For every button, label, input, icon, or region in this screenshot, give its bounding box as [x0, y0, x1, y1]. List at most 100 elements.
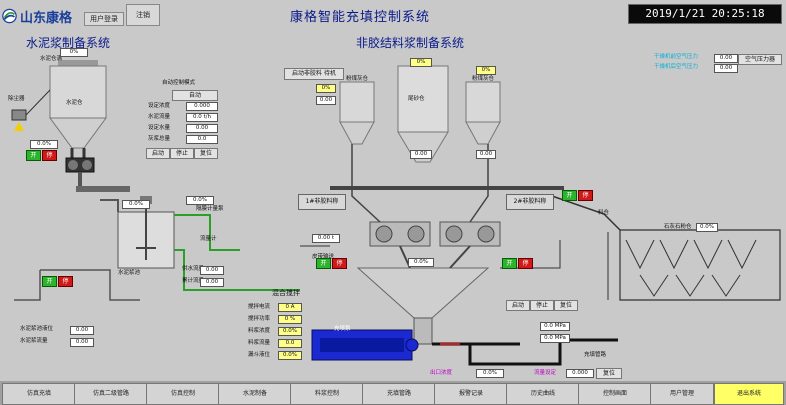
cement-red-indicator: 停: [42, 150, 57, 161]
reset-button[interactable]: 复位: [194, 148, 218, 159]
mixer-row-label: 料浆流量: [248, 340, 271, 346]
silo-label: 水泥仓: [66, 100, 83, 106]
air-pressure-label-1: 干燥机前空气压力: [654, 54, 699, 60]
air-pressure-value-2: 0.00: [714, 64, 738, 73]
ctrl-row-value: 0.000: [186, 102, 218, 111]
noncement-silos: [339, 65, 501, 163]
pump-reset-button-2[interactable]: 复位: [554, 300, 578, 311]
dust-label: 除尘器: [8, 96, 25, 102]
pipe-label: 充填管路: [584, 352, 607, 358]
noncement-val-c: 0.00: [476, 150, 496, 159]
login-button[interactable]: 用户登录: [84, 12, 124, 26]
ctrl-title: 自动控制模式: [162, 80, 196, 86]
nav-item[interactable]: 料浆控制: [290, 383, 364, 405]
air-pressure-button[interactable]: 空气压力器: [738, 54, 782, 65]
silo-top-label: 水泥仓满: [40, 56, 63, 62]
nav-item[interactable]: 仿真二级管路: [74, 383, 148, 405]
outlet-label: 出口浓度: [430, 370, 453, 376]
slurry-flow-value: 0.00: [70, 338, 94, 347]
logout-button[interactable]: 注销: [126, 4, 160, 26]
silo1-level: 0%: [316, 84, 336, 93]
mixer-title: 混合搅拌: [272, 289, 300, 297]
water-flow-value: 0.00: [200, 266, 224, 275]
silo-level-value: 0%: [60, 48, 88, 57]
air-pressure-label-2: 干燥机后空气压力: [654, 64, 699, 70]
mixer-row-value: 0.0%: [278, 351, 302, 360]
right-silo-value: 0.0%: [696, 223, 718, 232]
process-diagram: [11, 60, 781, 366]
nav-item[interactable]: 用户管理: [650, 383, 714, 405]
start-button[interactable]: 启动: [146, 148, 170, 159]
cement-val2: 0.0%: [186, 196, 214, 205]
mixer-red-indicator: 停: [518, 258, 533, 269]
nav-item[interactable]: 仿真充填: [2, 383, 76, 405]
nav-item[interactable]: 历史曲线: [506, 383, 580, 405]
conveyor-label: 皮带输送: [312, 254, 335, 260]
mixer-row-value: 0 %: [278, 315, 302, 324]
right-red-indicator: 停: [578, 190, 593, 201]
logo-icon: [2, 8, 17, 24]
air-pressure-value-1: 0.00: [714, 54, 738, 63]
total-flow-value: 0.00: [200, 278, 224, 287]
mixer-row-value: 0.0%: [278, 327, 302, 336]
ctrl-row-label: 设定浓度: [148, 103, 171, 109]
outlet-value: 0.0%: [476, 369, 504, 378]
nav-item[interactable]: 充填管路: [362, 383, 436, 405]
total-flow-label: 累计流量: [182, 278, 205, 284]
pump-reset-button[interactable]: 复位: [596, 368, 622, 379]
ctrl-mode-button[interactable]: 自动: [172, 90, 218, 101]
company-logo: 山东康格: [2, 2, 72, 30]
ctrl-row-value: 0.0 t/h: [186, 113, 218, 122]
nav-item[interactable]: 控制画面: [578, 383, 652, 405]
nav-item-exit[interactable]: 退出系统: [714, 383, 784, 405]
flow-set-value: 0.000: [566, 369, 594, 378]
pump-stop-button[interactable]: 停止: [530, 300, 554, 311]
mixer-row-label: 搅拌电流: [248, 304, 271, 310]
slope-label: 料仓: [598, 210, 610, 216]
conveyor-value: 0.00 t: [312, 234, 340, 243]
ctrl-row-label: 灰浆总量: [148, 136, 171, 142]
nav-item[interactable]: 报警记录: [434, 383, 508, 405]
tank-label: 水泥浆池: [118, 270, 141, 276]
mixer-row-label: 搅拌功率: [248, 316, 271, 322]
pump-body-label: 充填泵: [334, 326, 351, 332]
belt-value: 0.0%: [408, 258, 434, 267]
datetime-display: 2019/1/21 20:25:18: [628, 4, 782, 24]
right-silo-label: 石灰石粉仓: [664, 224, 692, 230]
warning-icon: [14, 122, 24, 131]
noncement-mode-button[interactable]: 启动非胶料 待机: [284, 68, 344, 80]
conveyor-green-indicator: 开: [316, 258, 331, 269]
pressure-value-1: 0.0 MPa: [540, 322, 570, 331]
pump-label: 隔膜计量泵: [196, 206, 224, 212]
pump-green-indicator: 开: [42, 276, 57, 287]
mixer-row-value: 0 A: [278, 303, 302, 312]
mixer-green-indicator: 开: [502, 258, 517, 269]
mixer-row-value: 0.0: [278, 339, 302, 348]
silo3-level: 0%: [476, 66, 496, 75]
pressure-value-2: 0.0 MPa: [540, 334, 570, 343]
cement-green-indicator: 开: [26, 150, 41, 161]
silo3-label: 粉煤灰仓: [472, 76, 495, 82]
nav-item[interactable]: 仿真控制: [146, 383, 220, 405]
ctrl-row-value: 0.00: [186, 124, 218, 133]
stop-button[interactable]: 停止: [170, 148, 194, 159]
left-scale-panel: 1#非胶料称: [298, 194, 346, 210]
slurry-level-value: 0.00: [70, 326, 94, 335]
pump-start-button[interactable]: 启动: [506, 300, 530, 311]
right-scale-panel: 2#非胶料称: [506, 194, 554, 210]
silo2-label: 尾砂仓: [408, 96, 425, 102]
nav-item[interactable]: 水泥制备: [218, 383, 292, 405]
cement-silo-shape: [49, 60, 107, 158]
flow-label: 流量计: [200, 236, 217, 242]
cement-section-title: 水泥浆制备系统: [26, 36, 111, 50]
mixer-row-label: 漏斗液位: [248, 352, 271, 358]
noncement-val-a: 0.00: [316, 96, 336, 105]
pump-red-indicator: 停: [58, 276, 73, 287]
silo2-level: 0%: [410, 58, 432, 67]
ctrl-row-value: 0.0: [186, 135, 218, 144]
tank-level-value: 0.0%: [122, 200, 150, 209]
water-flow-label: 供水流量: [182, 266, 205, 272]
flow-set-label: 流量设定: [534, 370, 557, 376]
silo1-label: 粉煤灰仓: [346, 76, 369, 82]
